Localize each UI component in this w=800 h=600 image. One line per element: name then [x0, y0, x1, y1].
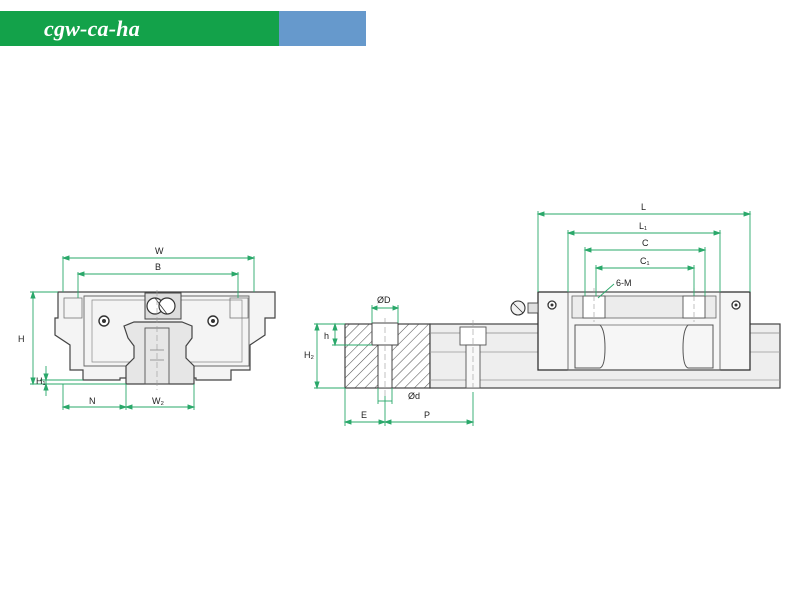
dim-label-W: W	[155, 246, 164, 256]
dim-label-C1: C₁	[640, 256, 650, 266]
side-view: L L₁ C C₁ 6-M H₂ h ØD Ød E P	[304, 202, 781, 426]
dim-label-L1: L₁	[639, 221, 647, 231]
dim-label-6M: 6-M	[616, 278, 632, 288]
dim-label-P: P	[424, 410, 430, 420]
dim-label-Od: Ød	[408, 391, 420, 401]
dim-label-W2: W₂	[152, 396, 164, 406]
rail-front-profile	[123, 321, 195, 385]
dim-label-H2: H₂	[304, 350, 314, 360]
dim-label-H1: H₁	[36, 376, 46, 386]
header-bar: cgw-ca-ha	[0, 11, 366, 46]
dim-label-N: N	[89, 396, 96, 406]
dim-label-C: C	[642, 238, 649, 248]
dim-label-E: E	[361, 410, 367, 420]
dim-label-H: H	[18, 334, 25, 344]
header-accent-block	[279, 11, 366, 46]
dim-label-OD: ØD	[377, 295, 391, 305]
front-view: W B H H₁ N W₂	[18, 246, 276, 410]
grease-nipple	[510, 300, 539, 316]
header-title-block: cgw-ca-ha	[0, 11, 279, 46]
dim-label-L: L	[641, 202, 646, 212]
page-title: cgw-ca-ha	[44, 15, 140, 41]
dim-label-h: h	[324, 331, 329, 341]
dim-label-B: B	[155, 262, 161, 272]
